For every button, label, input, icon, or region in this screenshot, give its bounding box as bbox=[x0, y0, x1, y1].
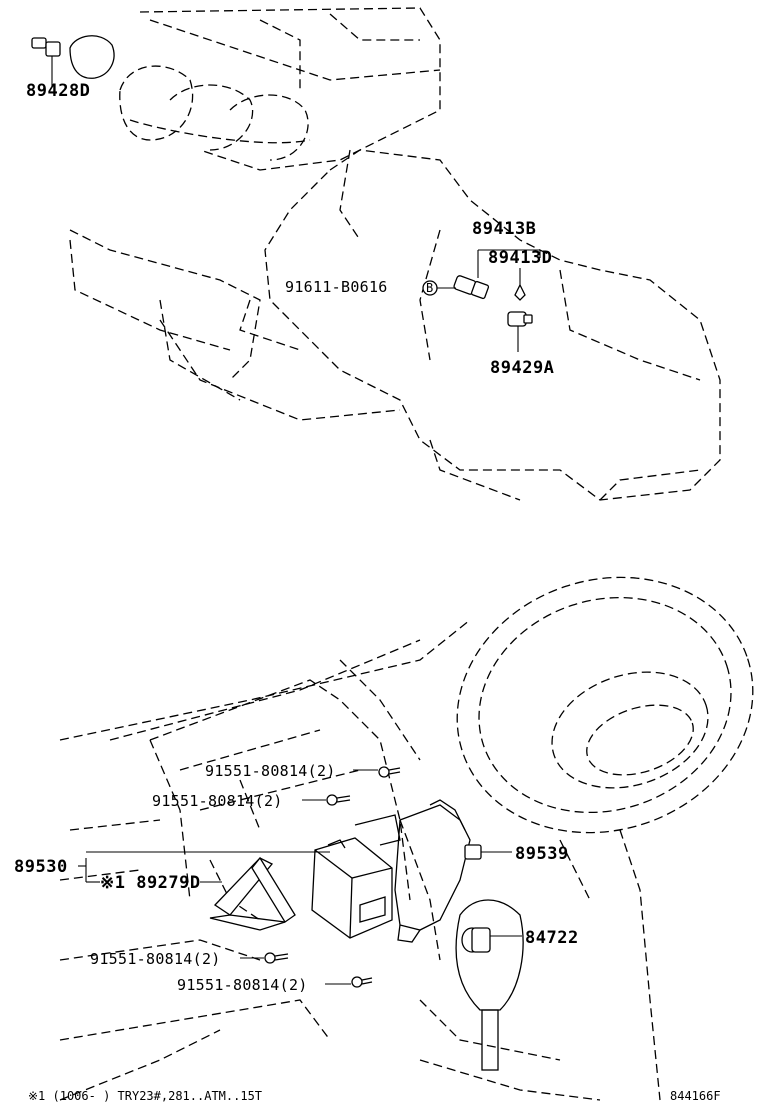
steering-wheel bbox=[456, 576, 754, 1101]
part-84722 bbox=[461, 927, 522, 953]
transmission-outline bbox=[239, 149, 721, 501]
bolt-91551-d bbox=[325, 976, 373, 988]
part-89413D bbox=[514, 268, 526, 301]
footer-note: ※1 (1006- ) TRY23#,281..ATM..15T bbox=[28, 1089, 262, 1103]
engine-outline bbox=[69, 7, 441, 421]
shift-lever bbox=[455, 899, 524, 1071]
callout-89530: 89530 bbox=[14, 857, 68, 877]
svg-text:B: B bbox=[426, 281, 433, 295]
bolt-91551-a bbox=[353, 766, 401, 778]
callout-91551-b: 91551-80814(2) bbox=[152, 792, 283, 810]
callout-91551-c: 91551-80814(2) bbox=[90, 950, 221, 968]
leader-89530 bbox=[78, 851, 330, 883]
callout-91551-d: 91551-80814(2) bbox=[177, 976, 308, 994]
bolt-91551-b bbox=[302, 794, 351, 806]
callout-89428D: 89428D bbox=[26, 81, 90, 101]
callout-84722: 84722 bbox=[525, 928, 579, 948]
callout-91551-a: 91551-80814(2) bbox=[205, 762, 336, 780]
callout-89539: 89539 bbox=[515, 844, 569, 864]
part-89428D bbox=[31, 35, 115, 86]
callout-89413B: 89413B bbox=[472, 219, 536, 239]
part-89279D-pad bbox=[209, 856, 296, 931]
callout-89413D: 89413D bbox=[488, 248, 552, 268]
part-89429A bbox=[507, 311, 533, 352]
callout-89279D: ※1 89279D bbox=[100, 873, 201, 893]
callout-89429A: 89429A bbox=[490, 358, 554, 378]
dashboard-outline bbox=[59, 619, 601, 1101]
footer-code: 844166F bbox=[670, 1089, 721, 1103]
callout-91611-B0616: 91611-B0616 bbox=[285, 278, 388, 296]
part-91611-B0616: B bbox=[422, 280, 456, 296]
part-89539-bracket bbox=[354, 799, 512, 943]
part-89530-ecu bbox=[311, 837, 393, 939]
part-89413B bbox=[453, 249, 541, 300]
bolt-91551-c bbox=[240, 952, 289, 964]
